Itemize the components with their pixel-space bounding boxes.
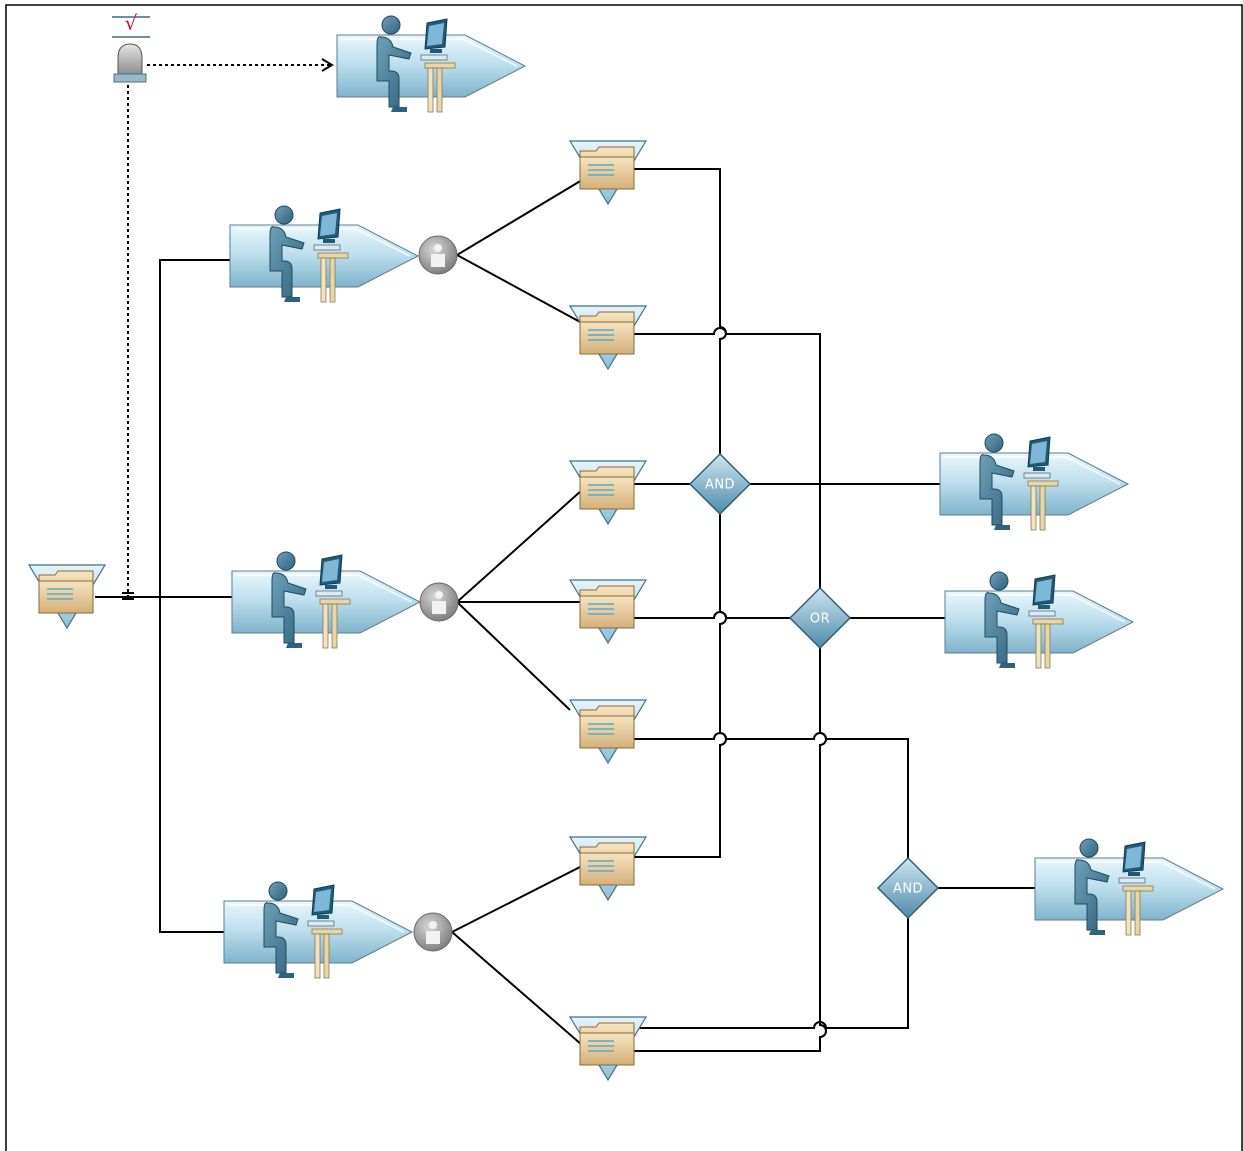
link-doc2-or [634,327,821,588]
gate-or-1-label: OR [810,612,830,627]
document-node-6[interactable] [569,836,647,901]
document-node-4[interactable] [569,579,647,644]
document-node-1[interactable] [569,140,647,205]
function-top-right-person[interactable] [336,15,526,113]
link-doc1-and1 [634,168,727,455]
gate-and-1[interactable]: AND [689,453,751,515]
document-node-3[interactable] [569,460,647,525]
link-doc5-and2 [634,732,909,860]
document-node-5[interactable] [569,699,647,764]
gate-and-1-label: AND [705,478,735,493]
link-doc4-or [634,611,790,619]
document-node-2[interactable] [569,305,647,370]
event-trigger[interactable]: √ [112,11,150,83]
gate-or-1[interactable]: OR [789,587,851,649]
function-row1-person[interactable] [229,205,419,303]
link-doc7-and2 [634,918,909,1029]
document-start[interactable] [28,564,106,629]
gate-and-2[interactable]: AND [877,857,939,919]
function-output-or[interactable] [944,571,1134,669]
link-fan-middle [456,489,583,711]
link-start-bottom [159,597,224,933]
function-output-and1[interactable] [939,433,1129,531]
function-output-and2[interactable] [1034,838,1224,936]
org-unit-icon[interactable] [418,235,458,275]
bell-icon [117,43,143,75]
diagram-frame [5,4,1243,1151]
arrowhead [321,58,334,72]
checkmark-icon: √ [125,11,138,35]
function-row2-person[interactable] [231,551,421,649]
link-fan-top [456,179,583,324]
connector-lines [95,58,1035,1052]
function-row3-person[interactable] [223,881,413,979]
link-fan-bottom [451,865,583,1046]
document-node-7[interactable] [569,1016,647,1081]
link-doc6-and1 [634,514,727,858]
gate-and-2-label: AND [893,882,923,897]
org-unit-icon[interactable] [413,912,453,952]
org-unit-icon[interactable] [419,582,459,622]
link-start-top [159,259,230,597]
link-doc8-or [634,648,827,1052]
